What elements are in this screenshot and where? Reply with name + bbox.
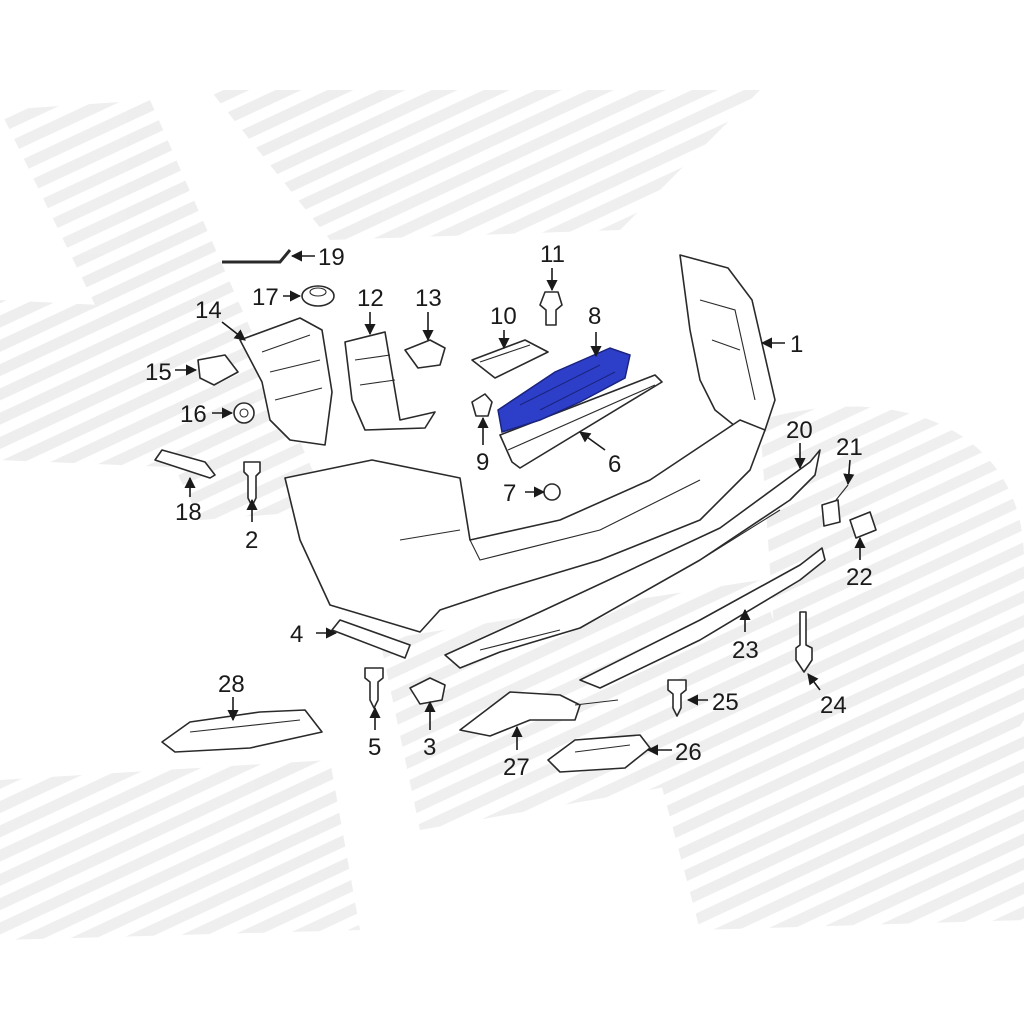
- callout-19: 19: [318, 244, 345, 271]
- part-3-clip[interactable]: [409, 677, 446, 705]
- part-6-rail[interactable]: [499, 374, 663, 469]
- callout-1: 1: [790, 331, 803, 358]
- callout-25: 25: [712, 689, 739, 716]
- callout-18: 18: [175, 499, 202, 526]
- part-13-bracket[interactable]: [404, 339, 446, 369]
- callout-8: 8: [588, 303, 601, 330]
- part-5-screw[interactable]: [364, 667, 384, 709]
- callout-13: 13: [415, 285, 442, 312]
- part-11-clip[interactable]: [539, 291, 563, 326]
- callout-15: 15: [145, 359, 172, 386]
- callout-20: 20: [786, 417, 813, 444]
- callout-11: 11: [540, 241, 565, 268]
- callout-9: 9: [476, 449, 489, 476]
- callout-12: 12: [357, 285, 384, 312]
- callout-23: 23: [732, 637, 759, 664]
- part-21-sensor[interactable]: [821, 484, 849, 527]
- callout-2: 2: [245, 527, 258, 554]
- part-28-light[interactable]: [161, 709, 323, 753]
- part-8-highlighted[interactable]: [497, 347, 631, 433]
- callout-16: 16: [180, 401, 207, 428]
- callout-4: 4: [290, 621, 303, 648]
- part-16-nut[interactable]: [233, 402, 255, 424]
- part-bumper-cover[interactable]: [284, 419, 766, 633]
- part-18-reflector[interactable]: [154, 449, 216, 479]
- part-25-screw[interactable]: [667, 679, 687, 717]
- part-12-bracket[interactable]: [344, 331, 436, 431]
- part-19-wire[interactable]: [222, 249, 292, 264]
- callout-21: 21: [836, 434, 863, 461]
- callouts: 1 2 3 4 5 6 7 8 9 10 11 12 13 14 15 16 1: [145, 241, 873, 781]
- callout-7: 7: [503, 480, 516, 507]
- callout-28: 28: [218, 671, 245, 698]
- callout-10: 10: [490, 303, 517, 330]
- part-9-clip[interactable]: [471, 393, 493, 417]
- part-24-stud[interactable]: [795, 611, 813, 673]
- callout-14: 14: [195, 297, 222, 324]
- part-7-nut[interactable]: [543, 483, 561, 501]
- part-10-strip[interactable]: [471, 339, 549, 379]
- callout-6: 6: [608, 451, 621, 478]
- callout-5: 5: [368, 734, 381, 761]
- part-15-clip[interactable]: [197, 354, 239, 386]
- part-23-lower-trim[interactable]: [579, 547, 826, 689]
- callout-17: 17: [252, 284, 279, 311]
- callout-27: 27: [503, 754, 530, 781]
- part-17-grommet[interactable]: [301, 285, 335, 307]
- callout-3: 3: [423, 734, 436, 761]
- part-27-bracket[interactable]: [459, 691, 619, 737]
- part-14-bracket[interactable]: [239, 317, 333, 446]
- part-22-cap[interactable]: [849, 511, 877, 539]
- part-4-strip[interactable]: [331, 619, 411, 659]
- callout-22: 22: [846, 564, 873, 591]
- part-20-trim[interactable]: [444, 449, 821, 669]
- callout-24: 24: [820, 692, 847, 719]
- callout-26: 26: [675, 739, 702, 766]
